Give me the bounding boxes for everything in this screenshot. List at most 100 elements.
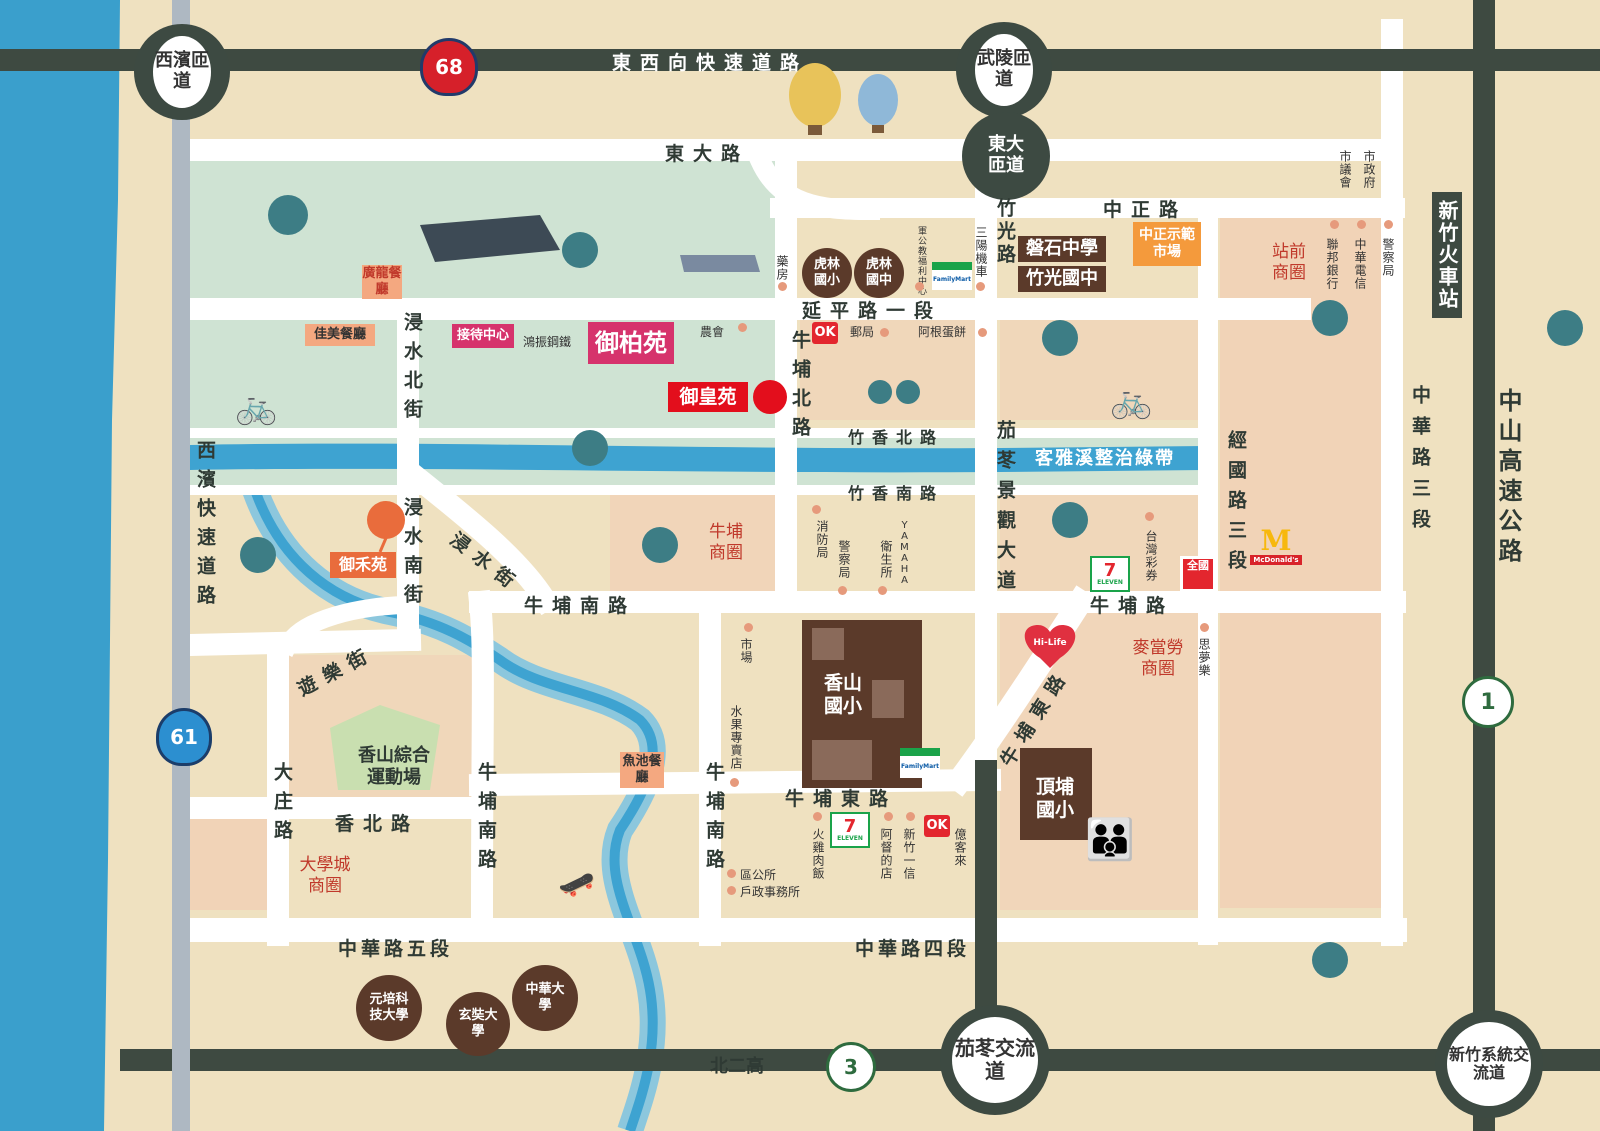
mcdonalds-word: McDonald's	[1250, 554, 1302, 566]
seven-eleven-number-1: 7	[1103, 560, 1117, 581]
road-xibin-expressway: 西濱快速道路	[194, 440, 216, 614]
restaurant-jiamei: 佳美餐廳	[305, 324, 375, 346]
trees	[240, 195, 1583, 978]
road-dongxi-expressway: 東西向快速道路	[612, 52, 809, 74]
school-hulin-elem: 虎林國小	[802, 248, 852, 298]
interchange-wuling-label: 武陵匝道	[975, 34, 1033, 106]
road-zhonghua3: 中華路三段	[1409, 385, 1431, 540]
university-yuanpei: 元培科技大學	[356, 975, 422, 1041]
cyclist-icon: 🚲	[235, 387, 278, 427]
project-yuhuangyuan: 御皇苑	[668, 382, 748, 412]
road-niupu-south: 牛埔南路	[524, 595, 637, 617]
district-zone-east	[1220, 218, 1395, 908]
poi-military-welfare: 軍公教福利中心	[916, 226, 926, 296]
seven-eleven-word-2: ELEVEN	[837, 835, 863, 842]
seven-eleven-logo-1: 7 ELEVEN	[1090, 556, 1130, 592]
quanguo-logo: 全國	[1180, 556, 1216, 592]
poi-city-gov: 市政府	[1362, 150, 1376, 189]
interchange-hsinchu-system-label: 新竹系統交流道	[1447, 1022, 1531, 1106]
road-zhuxiang-north: 竹香北路	[848, 428, 945, 447]
restaurant-guanglong: 廣龍餐廳	[362, 265, 402, 299]
road-xiangbei: 香北路	[335, 813, 420, 835]
school-panshi: 磐石中學	[1018, 236, 1106, 262]
district-zone-niupu	[610, 495, 780, 605]
project-reception: 接待中心	[452, 324, 514, 348]
mcdonalds-arches: M	[1260, 523, 1292, 557]
sea	[0, 0, 120, 1131]
district-mcdonalds: 麥當勞商圈	[1132, 638, 1184, 680]
school-zhuguang: 竹光國中	[1018, 266, 1106, 292]
zhongzheng-market: 中正示範市場	[1133, 222, 1201, 266]
route-61-shield: 61	[156, 708, 212, 766]
road-niupu-south-a: 牛埔南路	[475, 762, 497, 878]
mcdonalds-logo: M McDonald's	[1248, 524, 1304, 568]
district-niupu: 牛埔商圈	[709, 522, 743, 564]
poi-household: 戶政事務所	[740, 885, 801, 899]
route-1-number: 1	[1480, 689, 1496, 715]
road-zhongshan-fwy: 中山高速公路	[1494, 388, 1522, 568]
district-zhanqian: 站前商圈	[1272, 242, 1306, 284]
ok-logo-1: OK	[812, 322, 838, 344]
poi-xinzhu-yixin: 新竹一信	[902, 828, 916, 880]
ok-logo-2: OK	[924, 815, 950, 837]
road-zhonghua5: 中華路五段	[338, 938, 454, 960]
familymart-logo-1: FamilyMart	[932, 262, 972, 290]
university-chunghua: 中華大學	[512, 965, 578, 1031]
interchange-xibin: 西濱匝道	[134, 24, 230, 120]
station-label: 新竹火車站	[1432, 192, 1462, 318]
seven-eleven-word-1: ELEVEN	[1097, 579, 1123, 586]
road-kaya-greenbelt: 客雅溪整治綠帶	[1035, 448, 1175, 469]
poi-hongzhen: 鴻振鋼鐵	[523, 335, 572, 349]
hilife-logo: Hi-Life	[1033, 637, 1067, 648]
route-1-shield: 1	[1462, 676, 1514, 728]
yuheyuan-pin	[367, 501, 405, 539]
poi-fruit: 水果專賣店	[729, 705, 743, 770]
road-yanping: 延平路一段	[802, 300, 943, 322]
poi-lottery: 台灣彩券	[1144, 530, 1158, 582]
poi-agen: 阿根蛋餅	[918, 325, 967, 339]
school-hulin-junior: 虎林國中	[854, 248, 904, 298]
dingpu-block	[1020, 748, 1092, 840]
route-3-shield: 3	[826, 1042, 876, 1092]
poi-simeng: 思夢樂	[1197, 638, 1211, 677]
poi-chicken-rice: 火雞肉飯	[811, 828, 825, 880]
sports-field-label: 香山綜合運動場	[358, 745, 430, 788]
poi-cht: 中華電信	[1353, 238, 1367, 290]
road-jinshui-south: 浸水南街	[401, 497, 423, 613]
poi-lianbang: 聯邦銀行	[1325, 238, 1339, 290]
poi-yikelai: 億客來	[953, 828, 967, 867]
route-3-number: 3	[844, 1055, 858, 1079]
project-yubohua: 御柏苑	[588, 322, 674, 364]
route-68-number: 68	[435, 55, 463, 79]
interchange-jiadong: 茄苳交流道	[940, 1005, 1050, 1115]
road-jinshui-north: 浸水北街	[401, 312, 423, 428]
road-niupu-north: 牛埔北路	[789, 330, 811, 446]
interchange-xibin-label: 西濱匝道	[153, 36, 211, 108]
university-xuanzang: 玄奘大學	[446, 992, 510, 1056]
poi-adu: 阿督的店	[879, 828, 893, 880]
road-zhonghua4: 中華路四段	[855, 938, 971, 960]
poi-yamaha: YAMAHA	[899, 520, 910, 586]
poi-health: 衛生所	[879, 540, 893, 579]
seven-eleven-logo-2: 7 ELEVEN	[830, 812, 870, 848]
road-zhongzheng: 中正路	[1103, 199, 1188, 221]
kaya-river	[190, 443, 1205, 473]
yuhuangyuan-pin	[753, 380, 787, 414]
school-dingpu: 頂埔國小	[1036, 776, 1075, 821]
hilife-heart	[1024, 625, 1076, 668]
poi-pharmacy: 藥房	[775, 255, 789, 281]
restaurant-yuchi: 魚池餐廳	[620, 752, 664, 788]
poi-sanyang: 三陽機車	[974, 226, 988, 278]
seven-eleven-number-2: 7	[843, 816, 857, 837]
road-jingguo: 經國路三段	[1225, 430, 1247, 580]
road-zhuxiang-south: 竹香南路	[848, 484, 945, 503]
interchange-dongda: 東大匝道	[962, 112, 1050, 200]
sports-field-shape	[330, 705, 440, 790]
familymart-logo-2: FamilyMart	[900, 748, 940, 778]
poi-police-2: 警察局	[837, 540, 851, 579]
interchange-dongda-label: 東大匝道	[988, 134, 1024, 176]
poi-nonghui: 農會	[700, 325, 725, 339]
road-dongda: 東大路	[665, 143, 750, 165]
